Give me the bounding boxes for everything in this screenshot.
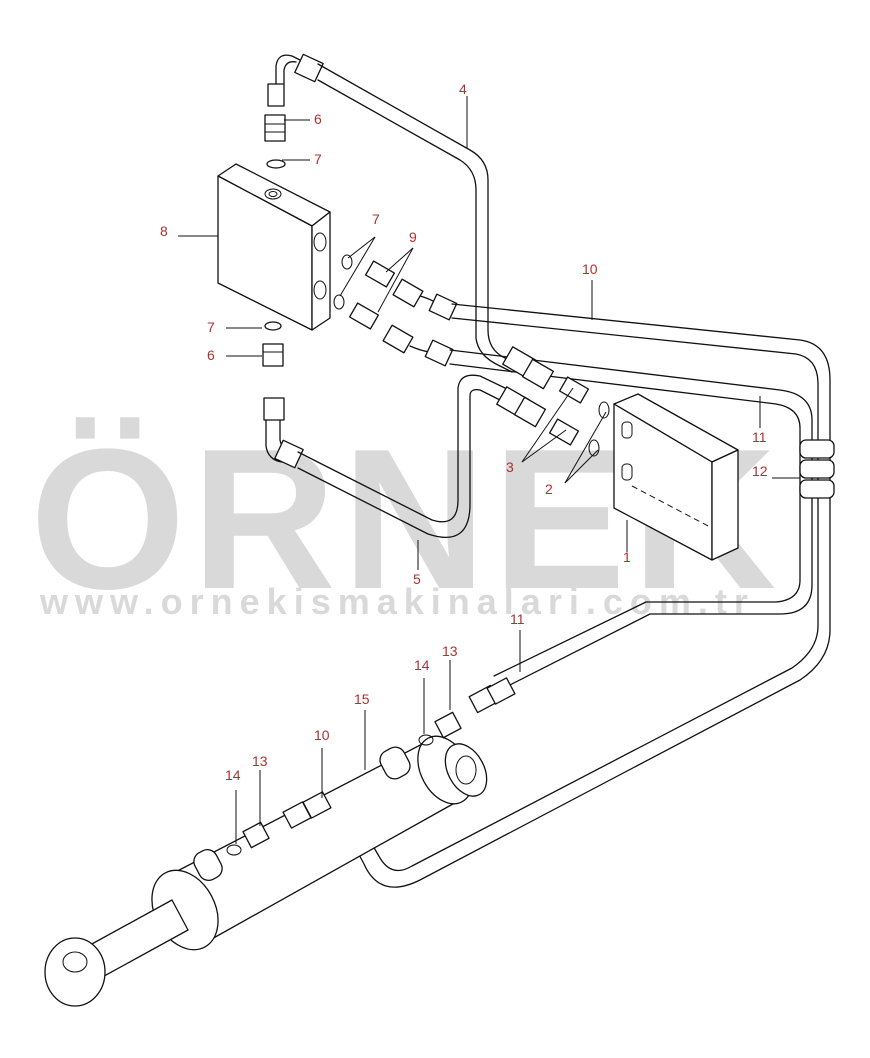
cylinder-fittings bbox=[226, 677, 516, 856]
callouts: 1 2 3 4 5 6 6 7 7 7 8 9 10 10 11 11 12 1… bbox=[160, 81, 768, 783]
valve-box-1 bbox=[613, 393, 739, 561]
callout-1: 1 bbox=[623, 549, 631, 565]
clamp-12 bbox=[799, 439, 835, 499]
callout-8: 8 bbox=[160, 223, 168, 239]
callout-4: 4 bbox=[459, 81, 467, 97]
callout-15: 15 bbox=[354, 691, 370, 707]
cylinder-15 bbox=[44, 735, 488, 1007]
control-block bbox=[217, 163, 331, 331]
callout-10-bottom: 10 bbox=[314, 727, 330, 743]
side-fittings-9 bbox=[333, 254, 458, 367]
callout-6-top: 6 bbox=[314, 111, 322, 127]
callout-11-bottom: 11 bbox=[510, 611, 525, 627]
callout-7-bottom: 7 bbox=[207, 319, 215, 335]
callout-7-top: 7 bbox=[314, 151, 322, 167]
pipe-11 bbox=[449, 349, 813, 691]
bottom-fitting-group bbox=[262, 321, 304, 469]
callout-3: 3 bbox=[506, 459, 514, 475]
callout-2: 2 bbox=[545, 481, 553, 497]
callout-14-left: 14 bbox=[225, 767, 241, 783]
watermark-url: www.ornekismakinalari.com.tr bbox=[39, 581, 755, 622]
callout-10-top: 10 bbox=[582, 261, 598, 277]
pipe-10 bbox=[329, 303, 831, 888]
callout-9: 9 bbox=[409, 229, 417, 245]
callout-14-right: 14 bbox=[414, 657, 430, 673]
callout-13-right: 13 bbox=[442, 643, 458, 659]
callout-6-bottom: 6 bbox=[207, 347, 215, 363]
pipe-5 bbox=[297, 374, 506, 523]
callout-13-left: 13 bbox=[252, 753, 268, 769]
callout-7-side: 7 bbox=[372, 211, 380, 227]
callout-12: 12 bbox=[752, 463, 768, 479]
pipe-4 bbox=[317, 63, 521, 363]
callout-11-top: 11 bbox=[752, 429, 767, 445]
callout-5: 5 bbox=[413, 571, 421, 587]
top-fitting-group bbox=[264, 53, 324, 169]
leader-lines bbox=[178, 96, 800, 844]
